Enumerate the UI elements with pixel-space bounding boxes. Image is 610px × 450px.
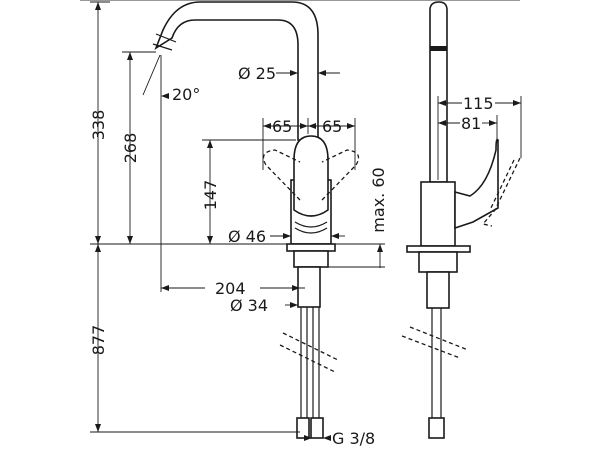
dim-side-reach-lever: 81 — [461, 114, 481, 133]
side-aerator — [430, 46, 447, 51]
dim-lever-swing-right: 65 — [322, 117, 342, 136]
dim-spout-diameter: Ø 25 — [238, 64, 276, 83]
break-marks — [279, 332, 339, 373]
dim-height-total: 338 — [89, 110, 108, 141]
supply-hoses — [300, 307, 320, 420]
base-plate — [286, 243, 336, 252]
side-nut — [418, 251, 458, 273]
side-lever-open — [481, 157, 521, 227]
lever — [293, 135, 329, 217]
lever-swing-right — [321, 149, 360, 201]
dim-hole-diameter: Ø 34 — [230, 296, 268, 315]
side-shank — [426, 271, 450, 309]
side-base-plate — [406, 245, 471, 253]
lever-swing-left — [262, 149, 301, 201]
side-spout — [429, 1, 448, 183]
dim-spout-reach: 204 — [215, 279, 246, 298]
hose-fitting-right — [310, 417, 324, 439]
side-lever — [454, 138, 499, 230]
aerator — [152, 33, 177, 51]
dim-lever-height: 147 — [201, 180, 220, 211]
shank — [297, 266, 321, 308]
hose-fitting-left — [296, 417, 310, 439]
dim-spout-height: 268 — [121, 133, 140, 164]
side-hoses — [431, 308, 442, 420]
dim-spout-angle: 20° — [172, 85, 200, 104]
dim-lever-swing-left: 65 — [272, 117, 292, 136]
side-view — [401, 1, 522, 439]
side-fitting — [428, 417, 445, 439]
dimension-lines — [90, 1, 385, 441]
dim-height-below-deck: 877 — [89, 325, 108, 356]
mounting-nut — [293, 250, 329, 268]
side-body — [420, 181, 456, 247]
dim-connection: G 3/8 — [332, 429, 375, 448]
lever-ring — [294, 221, 328, 234]
side-break-marks — [401, 326, 469, 359]
dim-base-diameter: Ø 46 — [228, 227, 266, 246]
dim-side-reach-open: 115 — [463, 94, 494, 113]
dim-deck-thickness: max. 60 — [369, 167, 388, 232]
spout — [154, 1, 319, 141]
